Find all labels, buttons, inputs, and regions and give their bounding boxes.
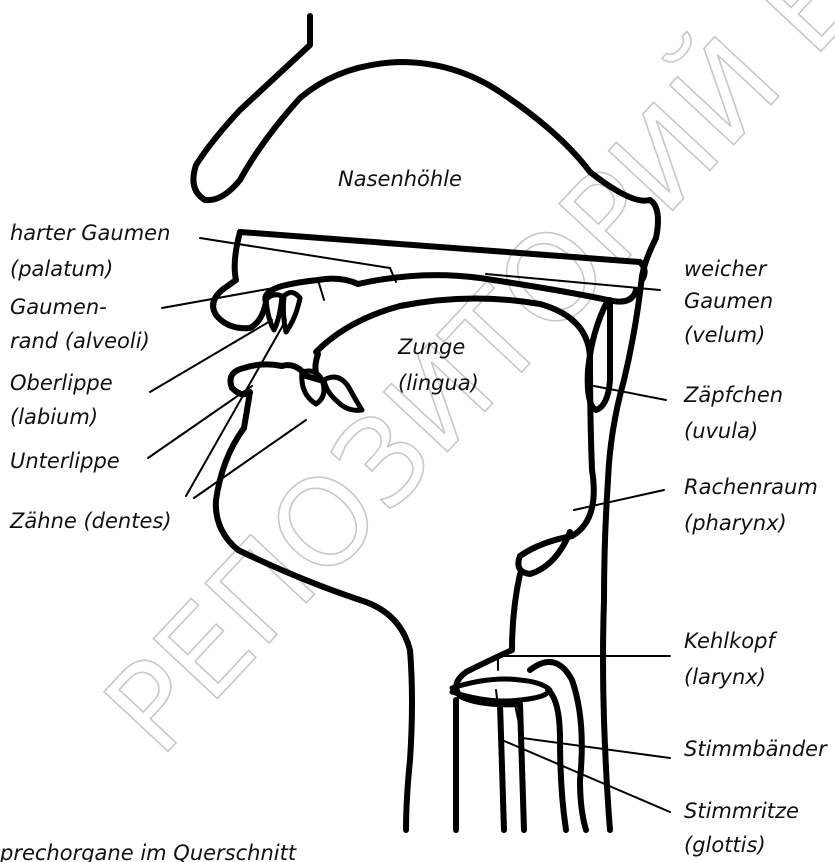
label-weicher: weicher [684,257,768,281]
label-zaehne: Zähne (dentes) [9,509,172,533]
label-rachenraum: Rachenraum [684,475,818,499]
label-pharynx: (pharynx) [684,511,787,535]
label-zaepfchen: Zäpfchen [683,383,783,407]
label-velum: (velum) [684,323,765,347]
label-palatum: (palatum) [10,257,113,281]
leader-unterlippe [148,386,252,458]
label-uvula: (uvula) [684,419,758,443]
label-kehlkopf: Kehlkopf [684,629,778,653]
label-oberlippe: Oberlippe [10,371,113,395]
leader-oberlippe [150,320,272,392]
label-zunge: Zunge [397,335,465,359]
label-labium: (labium) [10,405,98,429]
label-unterlippe: Unterlippe [10,449,120,473]
label-nasenhoehle: Nasenhöhle [338,167,462,191]
leader-stimmbaender [514,700,670,758]
upper-teeth [266,295,282,330]
label-glottis: (glottis) [684,833,766,857]
caption: prechorgane im Querschnitt [0,841,297,862]
label-gaumen: Gaumen [684,289,773,313]
label-lingua: (lingua) [398,371,479,395]
label-stimmbaender: Stimmbänder [684,737,828,761]
label-stimmritze: Stimmritze [684,799,799,823]
leader-kehlkopf [498,656,670,670]
upper-teeth-2 [283,292,300,332]
label-gaumenrand: Gaumen- [10,295,107,319]
vocal-cord-upper [452,679,550,690]
label-larynx: (larynx) [684,665,766,689]
label-alveoli: rand (alveoli) [10,329,150,353]
label-harter-gaumen: harter Gaumen [10,221,170,245]
leader-rachenraum [574,490,664,510]
